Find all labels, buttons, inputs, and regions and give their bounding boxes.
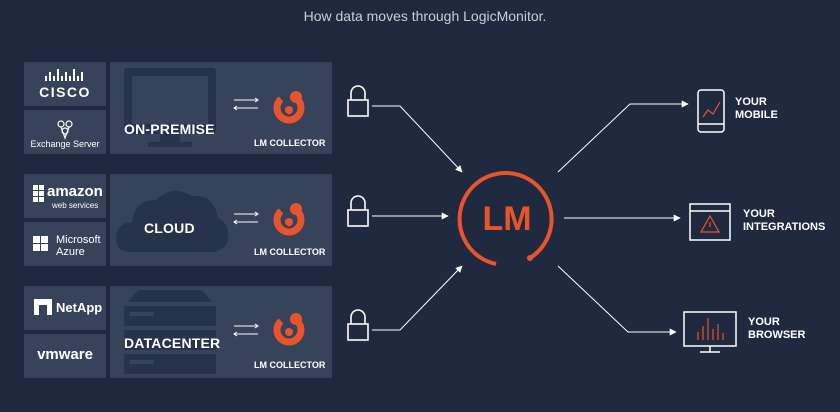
dest-line1: YOUR — [735, 96, 767, 108]
on-premise-label: ON-PREMISE — [124, 121, 215, 137]
logicmonitor-hub — [457, 171, 554, 266]
exchange-logo-tile: Exchange Server — [24, 110, 106, 154]
lm-collector-icon — [277, 313, 302, 342]
page-title: How data moves through LogicMonitor. — [303, 8, 547, 24]
data-flow-arrows-icon — [233, 97, 259, 111]
azure-logo-subtext: Azure — [56, 246, 85, 258]
datacenter-label: DATACENTER — [124, 335, 221, 351]
dest-line2: BROWSER — [748, 329, 806, 341]
lm-collector-label: LM COLLECTOR — [254, 138, 326, 148]
lock-icon — [347, 309, 369, 341]
lm-collector-label: LM COLLECTOR — [254, 360, 326, 370]
dest-line1: YOUR — [748, 316, 780, 328]
dest-line2: MOBILE — [735, 109, 778, 121]
arrow-to-hub — [372, 265, 463, 331]
lock-icon — [347, 85, 369, 117]
arrow-to-hub — [372, 105, 463, 173]
azure-logo-text: Microsoft — [56, 234, 101, 246]
vmware-logo-text: vmware — [37, 346, 93, 363]
windows-icon — [33, 236, 48, 251]
cisco-logo-text: CISCO — [39, 84, 91, 100]
integrations-destination-label: YOUR INTEGRATIONS — [743, 208, 825, 234]
vmware-logo-tile: vmware — [24, 334, 106, 378]
lm-collector-label: LM COLLECTOR — [254, 247, 326, 257]
amazon-logo-text: amazon — [47, 183, 103, 200]
netapp-logo-text: NetApp — [56, 300, 103, 315]
lm-hub-label: LM — [482, 200, 531, 238]
exchange-icon — [57, 120, 73, 140]
arrow-to-browser — [557, 265, 677, 336]
exchange-logo-text: Exchange Server — [30, 139, 100, 149]
cisco-bars-icon — [45, 69, 83, 81]
data-flow-arrows-icon — [233, 211, 259, 225]
lm-collector-icon — [277, 203, 302, 232]
lock-icon — [347, 195, 369, 227]
server-rack-icon — [124, 290, 216, 374]
amazon-logo-subtext: web services — [52, 201, 99, 210]
mobile-icon — [697, 89, 725, 133]
azure-logo-tile: Microsoft Azure — [24, 222, 106, 266]
integrations-window-icon — [689, 203, 731, 241]
netapp-icon — [34, 299, 52, 315]
datacenter-panel: DATACENTER LM COLLECTOR — [110, 286, 332, 378]
lm-collector-icon — [277, 91, 302, 120]
browser-destination-label: YOUR BROWSER — [748, 316, 805, 342]
cloud-label: CLOUD — [144, 220, 195, 236]
browser-monitor-icon — [683, 311, 737, 353]
dest-line1: YOUR — [743, 208, 775, 220]
monitor-icon — [124, 68, 216, 147]
cisco-logo-tile: CISCO — [24, 62, 106, 106]
mobile-destination-label: YOUR MOBILE — [735, 96, 778, 122]
arrow-to-mobile — [557, 100, 689, 173]
netapp-logo-tile: NetApp — [24, 286, 106, 330]
amazon-logo-tile: amazon web services — [24, 174, 106, 218]
data-flow-arrows-icon — [233, 323, 259, 337]
cloud-icon — [116, 190, 229, 252]
on-premise-panel: ON-PREMISE LM COLLECTOR — [110, 62, 332, 154]
aws-cubes-icon — [33, 185, 44, 202]
dest-line2: INTEGRATIONS — [743, 221, 826, 233]
cloud-panel: CLOUD LM COLLECTOR — [110, 174, 332, 266]
